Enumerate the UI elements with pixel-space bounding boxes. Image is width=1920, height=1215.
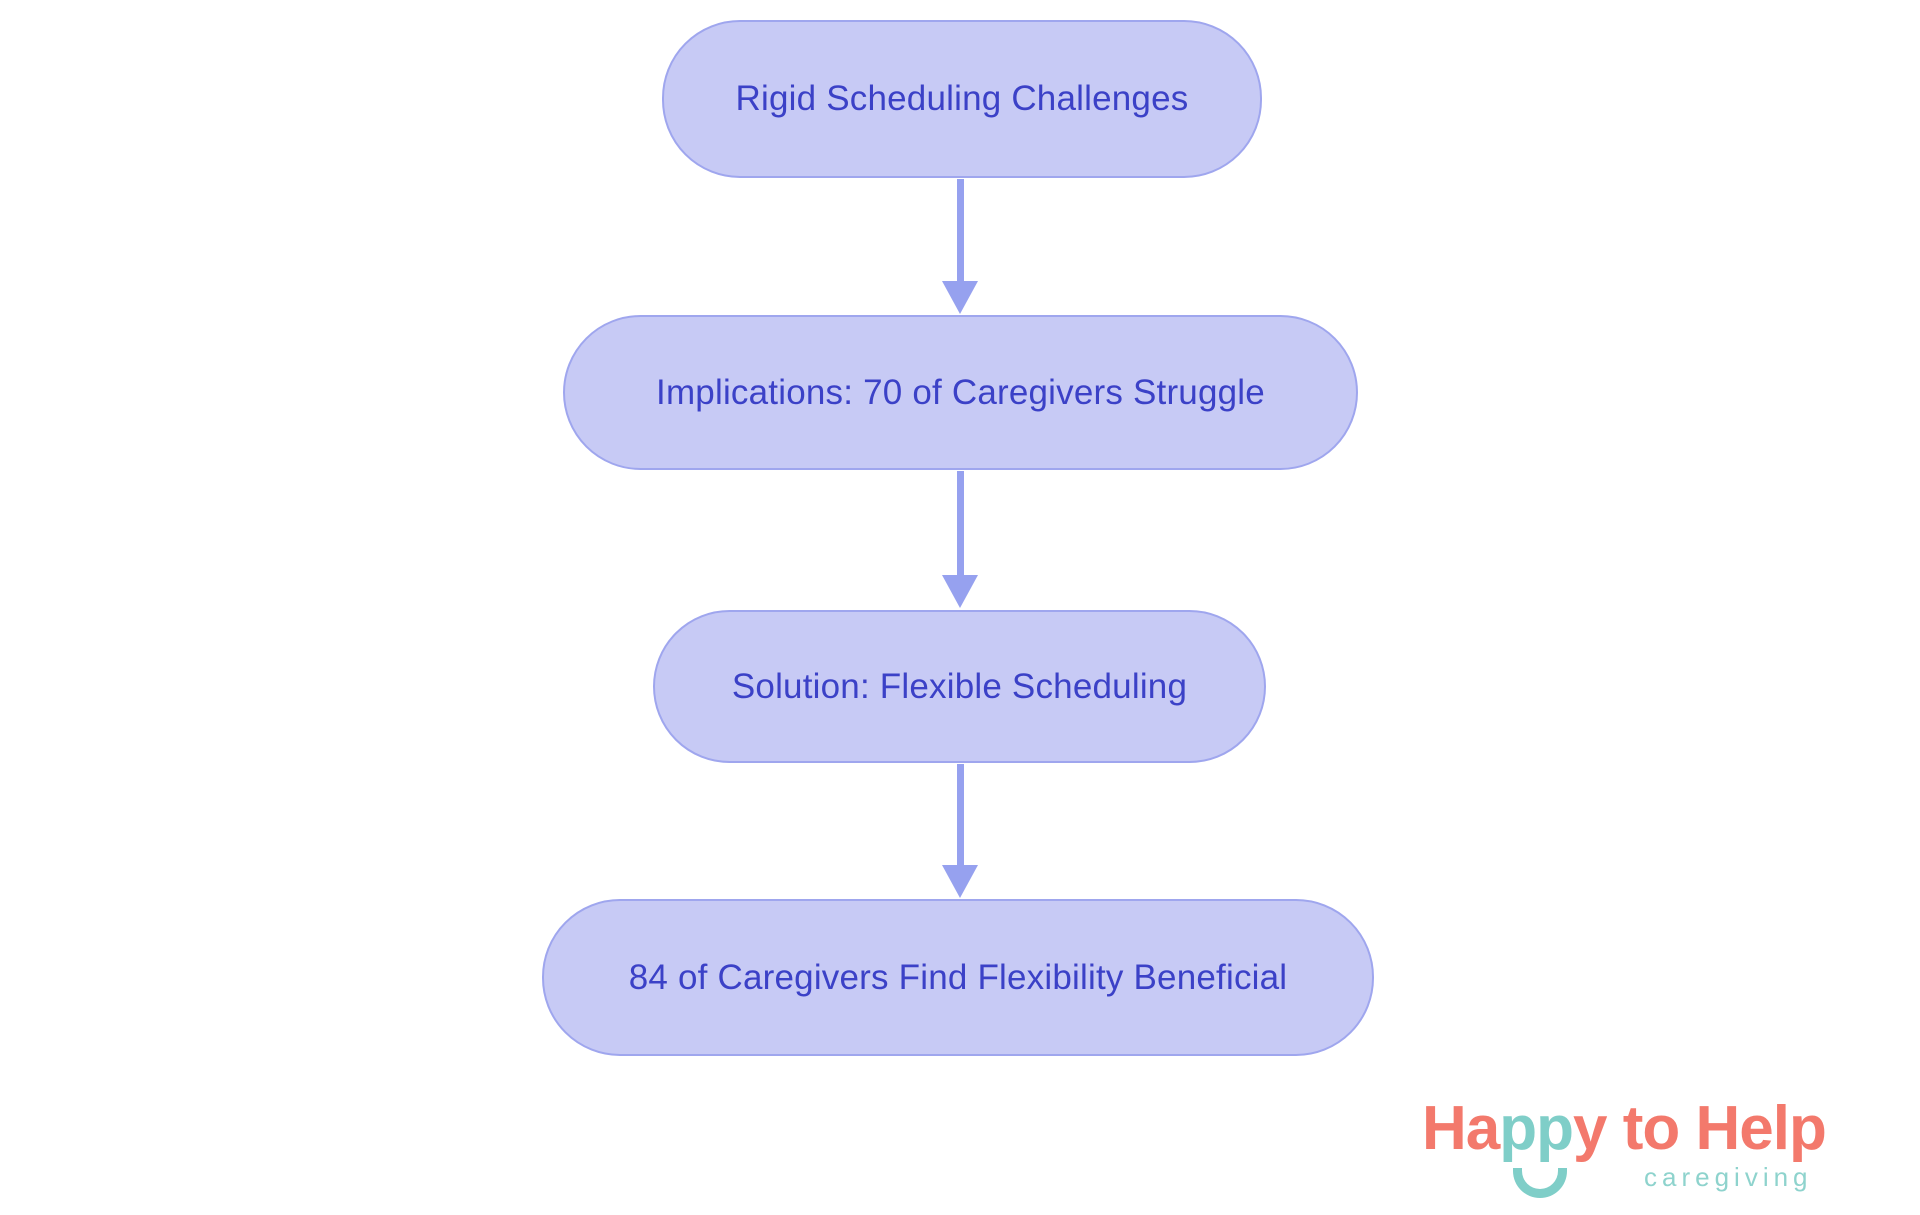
arrow-line — [956, 179, 964, 282]
happy-to-help-logo: Happy to Help caregiving — [1422, 1098, 1892, 1215]
flow-node-rigid-scheduling-challenges: Rigid Scheduling Challenges — [662, 20, 1262, 178]
flow-node-implications-caregivers-struggle: Implications: 70 of Caregivers Struggle — [563, 315, 1358, 470]
arrow-down-icon — [942, 865, 978, 898]
logo-wordmark-part: Ha — [1422, 1094, 1500, 1163]
logo-wordmark: Happy to Help — [1422, 1098, 1892, 1160]
flow-node-label: 84 of Caregivers Find Flexibility Benefi… — [628, 957, 1288, 997]
flow-arrow-3 — [942, 764, 978, 898]
arrow-line — [956, 471, 964, 576]
flow-arrow-1 — [942, 179, 978, 314]
smile-icon — [1513, 1168, 1567, 1198]
arrow-down-icon — [942, 575, 978, 608]
logo-wordmark-part: y to Help — [1573, 1094, 1827, 1163]
arrow-line — [956, 764, 964, 866]
flow-node-solution-flexible-scheduling: Solution: Flexible Scheduling — [653, 610, 1266, 763]
flow-node-label: Rigid Scheduling Challenges — [735, 79, 1189, 118]
flow-node-label: Implications: 70 of Caregivers Struggle — [656, 372, 1265, 412]
logo-wordmark-part: pp — [1499, 1094, 1574, 1163]
flow-node-caregivers-find-flexibility-beneficial: 84 of Caregivers Find Flexibility Benefi… — [542, 899, 1374, 1056]
flow-arrow-2 — [942, 471, 978, 608]
flow-node-label: Solution: Flexible Scheduling — [731, 666, 1188, 706]
logo-caregiving-label: caregiving — [1644, 1162, 1813, 1192]
arrow-down-icon — [942, 281, 978, 314]
